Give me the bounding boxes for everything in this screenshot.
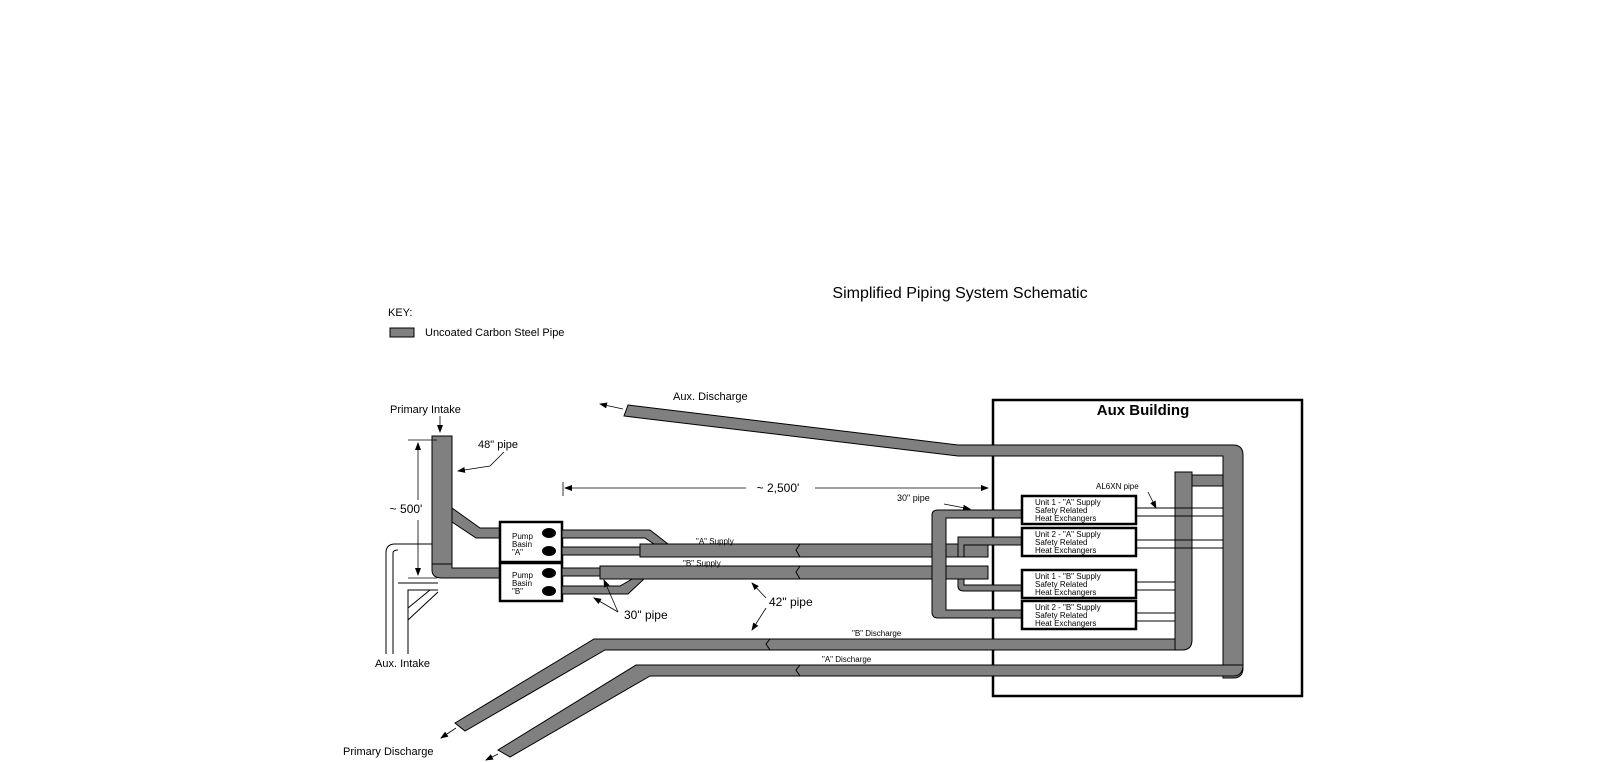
- pump-icon: [542, 568, 556, 578]
- b-supply-pipe: [599, 565, 989, 580]
- pump-icon: [542, 528, 556, 538]
- intake-to-basin-b-pipe: [431, 563, 501, 579]
- svg-text:Heat Exchangers: Heat Exchangers: [1035, 619, 1096, 628]
- key-pipe-label: Uncoated Carbon Steel Pipe: [425, 327, 564, 339]
- dimension-2500: ~ 2,500': [562, 481, 989, 496]
- svg-text:Unit 2 - "A" Supply: Unit 2 - "A" Supply: [1035, 530, 1101, 539]
- basin-b-outlet-lower: [561, 577, 647, 595]
- key-heading: KEY:: [388, 307, 412, 319]
- a-discharge-pipe: [497, 664, 1244, 758]
- length-500-label: ~ 500': [390, 502, 423, 516]
- svg-text:Heat Exchangers: Heat Exchangers: [1035, 588, 1096, 597]
- b-discharge-riser: [1174, 471, 1193, 651]
- al6xn-label: AL6XN pipe: [1096, 482, 1139, 491]
- svg-text:Pump: Pump: [512, 532, 533, 541]
- pump-icon: [542, 546, 556, 556]
- svg-text:Safety Related: Safety Related: [1035, 538, 1087, 547]
- aux-intake-structure: [385, 543, 439, 654]
- aux-intake-label: Aux. Intake: [375, 658, 430, 670]
- pipe-42-label: 42" pipe: [769, 595, 813, 609]
- hx-b-feed: [957, 578, 1023, 592]
- pump-basin-b: Pump Basin "B": [498, 561, 564, 603]
- svg-text:Pump: Pump: [512, 571, 533, 580]
- svg-text:Safety Related: Safety Related: [1035, 611, 1087, 620]
- pipe-48-label: 48" pipe: [478, 439, 518, 451]
- svg-text:Basin: Basin: [512, 579, 532, 588]
- intake-to-basin-a-pipe: [451, 507, 501, 539]
- heat-exchanger-unit1-b: Unit 1 - "B" Supply Safety Related Heat …: [1020, 568, 1138, 600]
- aux-building: [991, 398, 1304, 698]
- svg-text:Safety Related: Safety Related: [1035, 580, 1087, 589]
- heat-exchanger-unit2-a: Unit 2 - "A" Supply Safety Related Heat …: [1020, 526, 1138, 558]
- hx-outlet-lines: [1136, 507, 1223, 622]
- b-discharge-label: "B" Discharge: [852, 629, 902, 638]
- svg-text:Unit 1 - "A" Supply: Unit 1 - "A" Supply: [1035, 498, 1101, 507]
- basin-b-outlet-upper: [561, 567, 601, 577]
- pipe-30-top-label: 30" pipe: [897, 493, 930, 503]
- length-2500-label: ~ 2,500': [757, 481, 800, 495]
- aux-discharge-label: Aux. Discharge: [673, 391, 748, 403]
- aux-building-label: Aux Building: [1097, 402, 1190, 419]
- svg-text:Heat Exchangers: Heat Exchangers: [1035, 546, 1096, 555]
- key-pipe-swatch: [389, 327, 415, 338]
- primary-intake-label: Primary Intake: [390, 404, 461, 416]
- svg-text:Unit 1 - "B" Supply: Unit 1 - "B" Supply: [1035, 572, 1101, 581]
- b-supply-label: "B" Supply: [683, 559, 721, 568]
- pump-basin-a: Pump Basin "A": [498, 520, 564, 564]
- a-supply-label: "A" Supply: [696, 537, 734, 546]
- hx-manifold: [931, 509, 1023, 619]
- svg-text:Safety Related: Safety Related: [1035, 506, 1087, 515]
- basin-a-outlet-upper: [561, 529, 670, 545]
- heat-exchanger-unit1-a: Unit 1 - "A" Supply Safety Related Heat …: [1020, 494, 1138, 526]
- svg-text:"B": "B": [512, 587, 523, 596]
- al6xn-crossover: [1191, 474, 1224, 487]
- diagram-title: Simplified Piping System Schematic: [832, 285, 1087, 302]
- pipe-30-bottom-label: 30" pipe: [624, 608, 668, 622]
- a-discharge-label: "A" Discharge: [822, 655, 872, 664]
- heat-exchanger-unit2-b: Unit 2 - "B" Supply Safety Related Heat …: [1020, 599, 1138, 631]
- basin-a-outlet-lower: [561, 546, 641, 556]
- b-discharge-pipe: [454, 638, 1176, 732]
- pump-icon: [542, 586, 556, 596]
- a-supply-pipe: [639, 543, 989, 558]
- svg-text:Basin: Basin: [512, 540, 532, 549]
- primary-intake-pipe: [431, 435, 453, 565]
- dimension-500: ~ 500': [390, 439, 437, 579]
- primary-discharge-label: Primary Discharge: [343, 746, 433, 758]
- svg-text:Unit 2 - "B" Supply: Unit 2 - "B" Supply: [1035, 603, 1101, 612]
- svg-text:Heat Exchangers: Heat Exchangers: [1035, 514, 1096, 523]
- svg-text:"A": "A": [512, 548, 523, 557]
